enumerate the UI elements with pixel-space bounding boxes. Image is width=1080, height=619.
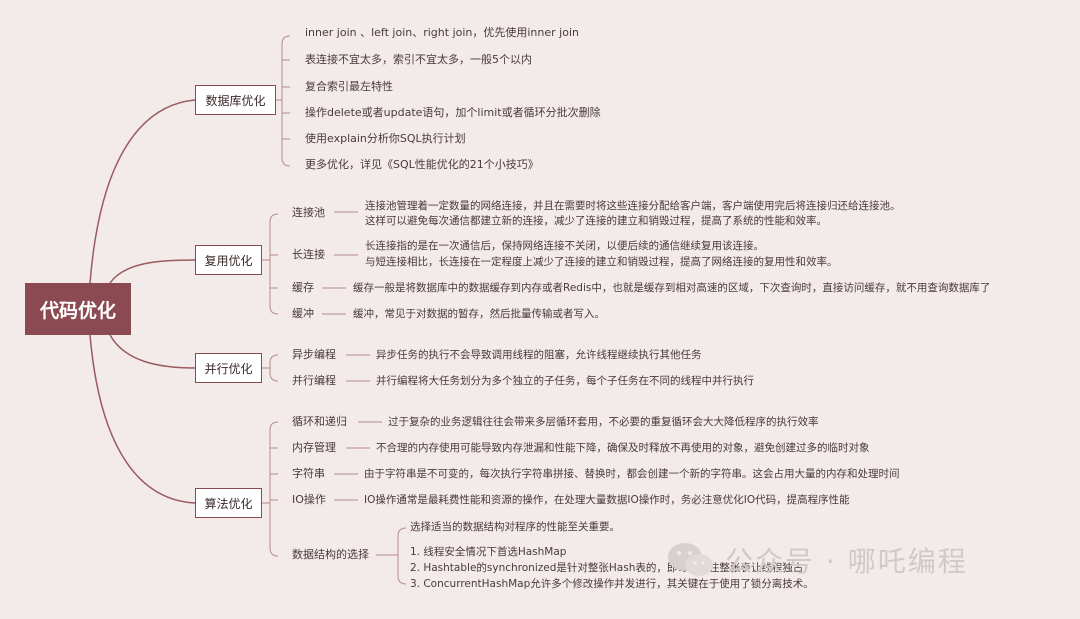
db-item: 使用explain分析你SQL执行计划 — [305, 132, 466, 145]
algo-item-name: 字符串 — [292, 467, 325, 480]
algo-item-desc: 过于复杂的业务逻辑往往会带来多层循环套用，不必要的重复循环会大大降低程序的执行效… — [388, 416, 819, 428]
reuse-item-desc: 这样可以避免每次通信都建立新的连接，减少了连接的建立和销毁过程，提高了系统的性能… — [365, 215, 827, 227]
algo-item-desc: 选择适当的数据结构对程序的性能至关重要。 — [410, 521, 620, 533]
branch-parallel-optimization[interactable]: 并行优化 — [195, 353, 262, 383]
db-item: 操作delete或者update语句，加个limit或者循环分批次删除 — [305, 106, 601, 119]
watermark-text: 公众号 · 哪吒编程 — [725, 545, 968, 578]
algo-item-name: 循环和递归 — [292, 415, 347, 428]
db-item: 表连接不宜太多，索引不宜太多，一般5个以内 — [305, 53, 532, 66]
parallel-item-name: 并行编程 — [292, 374, 336, 387]
algo-item-desc: 由于字符串是不可变的，每次执行字符串拼接、替换时，都会创建一个新的字符串。这会占… — [364, 468, 900, 480]
db-item: 更多优化，详见《SQL性能优化的21个小技巧》 — [305, 158, 539, 171]
parallel-item-name: 异步编程 — [292, 348, 336, 361]
reuse-item-name: 长连接 — [292, 248, 325, 261]
db-item: inner join 、left join、right join，优先使用inn… — [305, 26, 579, 39]
algo-item-name: IO操作 — [292, 493, 326, 506]
algo-item-desc: 不合理的内存使用可能导致内存泄漏和性能下降，确保及时释放不再使用的对象，避免创建… — [376, 442, 870, 454]
root-node[interactable]: 代码优化 — [25, 283, 131, 335]
parallel-item-desc: 并行编程将大任务划分为多个独立的子任务，每个子任务在不同的线程中并行执行 — [376, 375, 754, 387]
algo-item-desc: IO操作通常是最耗费性能和资源的操作，在处理大量数据IO操作时，务必注意优化IO… — [364, 494, 850, 506]
reuse-item-desc: 缓存一般是将数据库中的数据缓存到内存或者Redis中，也就是缓存到相对高速的区域… — [353, 282, 991, 294]
branch-db-optimization[interactable]: 数据库优化 — [195, 85, 276, 115]
reuse-item-name: 连接池 — [292, 206, 325, 219]
reuse-item-desc: 连接池管理着一定数量的网络连接，并且在需要时将这些连接分配给客户端，客户端使用完… — [365, 200, 901, 212]
db-item: 复合索引最左特性 — [305, 80, 393, 93]
algo-item-name: 内存管理 — [292, 441, 336, 454]
reuse-item-name: 缓存 — [292, 281, 314, 294]
algo-item-desc: 1. 线程安全情况下首选HashMap — [410, 546, 567, 558]
reuse-item-name: 缓冲 — [292, 307, 314, 320]
reuse-item-desc: 与短连接相比，长连接在一定程度上减少了连接的建立和销毁过程，提高了网络连接的复用… — [365, 256, 838, 268]
parallel-item-desc: 异步任务的执行不会导致调用线程的阻塞，允许线程继续执行其他任务 — [376, 349, 702, 361]
algo-item-desc: 3. ConcurrentHashMap允许多个修改操作并发进行，其关键在于使用… — [410, 578, 814, 590]
watermark: 公众号 · 哪吒编程 — [665, 540, 968, 580]
reuse-item-desc: 缓冲，常见于对数据的暂存，然后批量传输或者写入。 — [353, 308, 605, 320]
algo-item-name: 数据结构的选择 — [292, 548, 369, 561]
wechat-logo-icon — [665, 540, 717, 580]
branch-reuse-optimization[interactable]: 复用优化 — [195, 245, 262, 275]
reuse-item-desc: 长连接指的是在一次通信后，保持网络连接不关闭，以便后续的通信继续复用该连接。 — [365, 240, 764, 252]
branch-algorithm-optimization[interactable]: 算法优化 — [195, 488, 262, 518]
